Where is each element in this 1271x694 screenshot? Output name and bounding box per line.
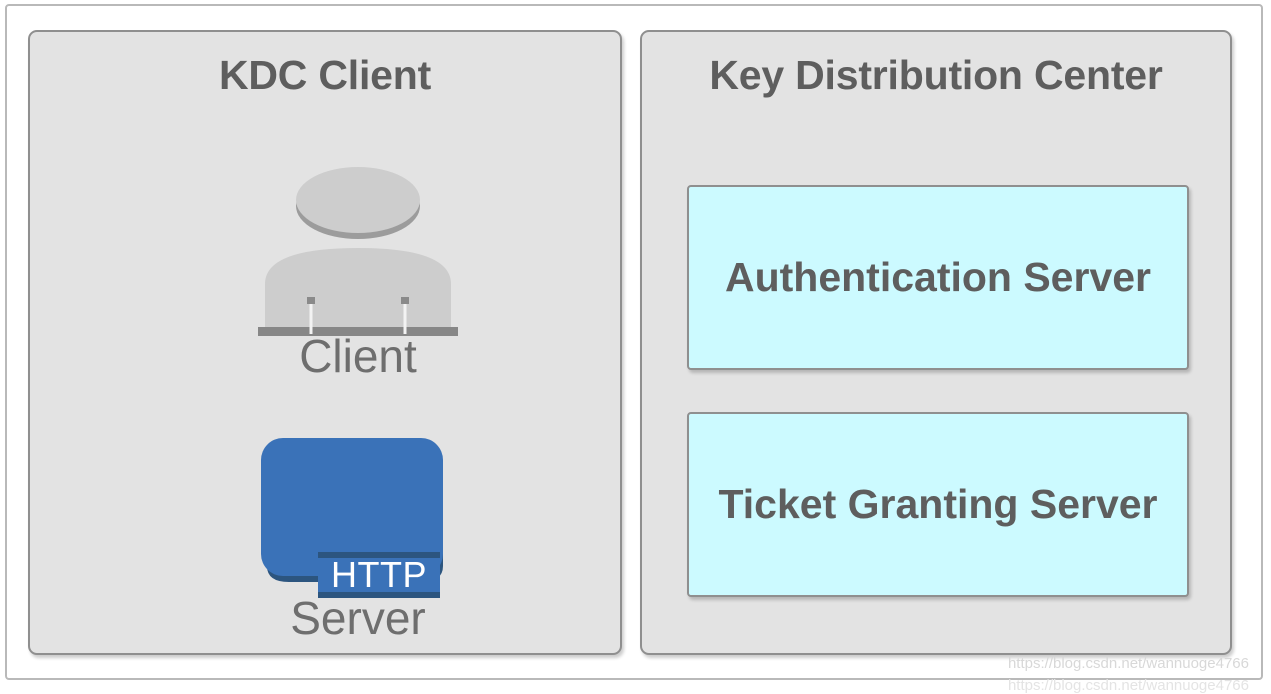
watermark-url: https://blog.csdn.net/wannuoge4766 (1007, 655, 1249, 672)
panel-kdc-client: KDC Client Client (28, 30, 622, 655)
box-ticket-granting-server-label: Ticket Granting Server (718, 480, 1158, 527)
watermark-url-secondary: https://blog.csdn.net/wannuoge4766 (1007, 677, 1249, 694)
box-authentication-server-label: Authentication Server (724, 253, 1152, 300)
panel-key-distribution-center: Key Distribution Center Authentication S… (640, 30, 1232, 655)
node-client-label: Client (299, 330, 417, 382)
box-ticket-granting-server: Ticket Granting Server (687, 412, 1189, 597)
panel-kdc-client-title: KDC Client (218, 52, 432, 98)
http-badge: HTTP (318, 552, 440, 598)
box-authentication-server: Authentication Server (687, 185, 1189, 370)
http-badge-label: HTTP (331, 554, 427, 595)
server-icon (261, 438, 443, 582)
user-icon (258, 167, 458, 336)
node-server: HTTP Server (213, 430, 503, 662)
node-server-label: Server (290, 592, 426, 644)
node-client: Client (213, 164, 503, 394)
panel-key-distribution-center-title: Key Distribution Center (709, 52, 1163, 98)
